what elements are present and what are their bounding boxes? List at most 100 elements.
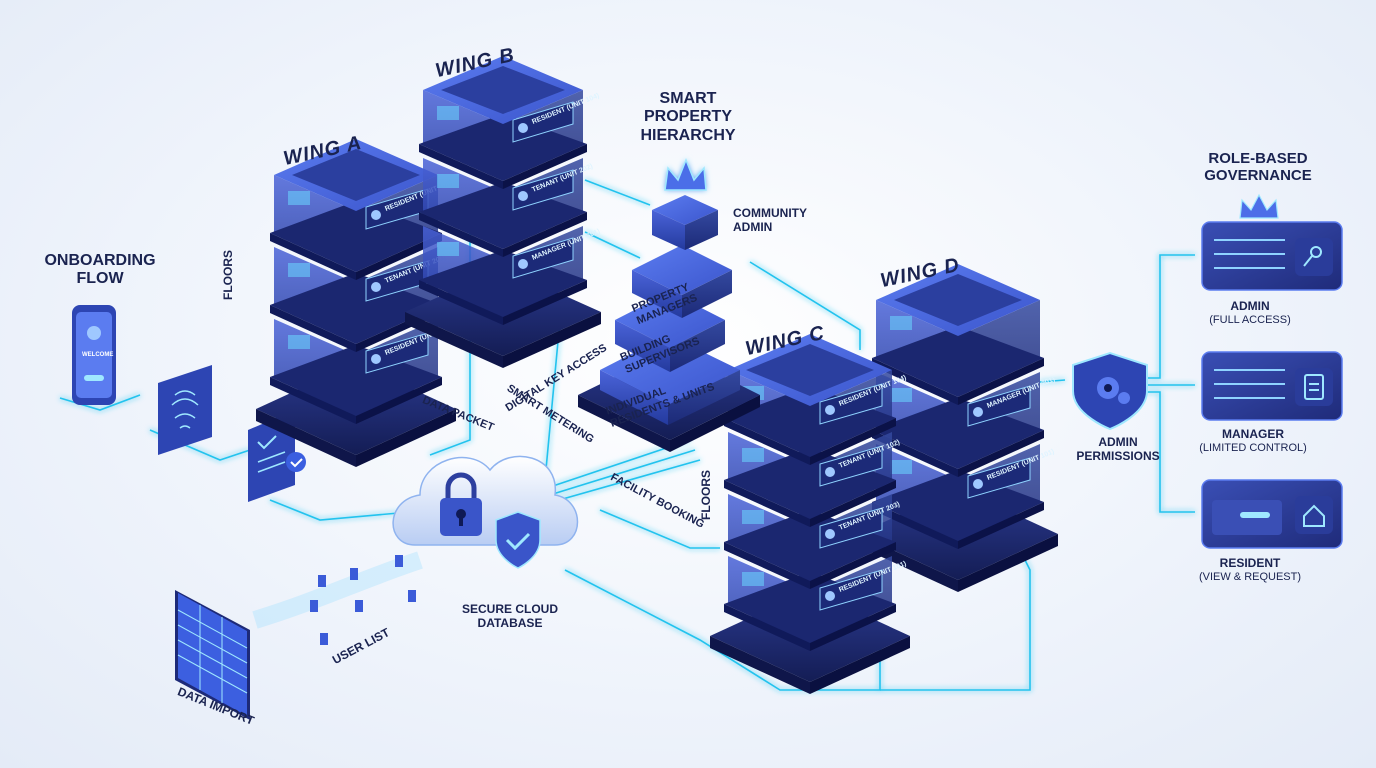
floor-slab-edge bbox=[356, 377, 442, 424]
avatar-icon bbox=[518, 123, 528, 133]
tower-base-side bbox=[958, 534, 1058, 592]
connector-admin-role-resident bbox=[1145, 391, 1195, 513]
room-glow bbox=[890, 388, 912, 402]
room-glow bbox=[437, 242, 459, 256]
phone-welcome-text: WELCOME bbox=[82, 352, 114, 358]
floor-slab-edge bbox=[872, 502, 958, 549]
floor-slab-edge bbox=[419, 144, 503, 189]
room-glow bbox=[890, 316, 912, 330]
wing-c-building: RESIDENT (UNIT 101)TENANT (UNIT 203)TENA… bbox=[710, 334, 910, 694]
room-glow bbox=[288, 335, 310, 349]
connector-cloud-wingd bbox=[880, 559, 1031, 691]
avatar-icon bbox=[825, 529, 835, 539]
avatar-icon bbox=[973, 407, 983, 417]
connector-facility-booking bbox=[599, 509, 720, 549]
tower-base-side bbox=[405, 312, 503, 368]
file-icon bbox=[310, 600, 318, 612]
governance-crown-icon bbox=[1239, 193, 1279, 219]
connector-lines bbox=[59, 179, 1195, 691]
unit-card bbox=[512, 169, 574, 211]
floor-slab-edge bbox=[503, 144, 587, 189]
connector-wingb-hierarchy-2 bbox=[584, 231, 641, 259]
key-icon bbox=[1303, 246, 1322, 267]
floor-slab-edge bbox=[724, 418, 810, 465]
unit-card bbox=[967, 385, 1031, 427]
role-card-manager bbox=[1201, 351, 1343, 421]
room-glow bbox=[890, 460, 912, 474]
floor-slab-edge bbox=[270, 377, 356, 424]
floor-slab-edge bbox=[872, 358, 958, 405]
tower-base-side bbox=[256, 409, 356, 467]
floor-slab-edge bbox=[810, 418, 896, 465]
floor-slab-edge bbox=[356, 233, 442, 280]
floors-label-wing-a: FLOORS bbox=[221, 250, 235, 300]
crown-icon bbox=[664, 157, 707, 191]
admin-shield-icon bbox=[1072, 351, 1148, 431]
floor-slab-edge bbox=[724, 604, 810, 651]
admin-permissions-label: ADMIN PERMISSIONS bbox=[1076, 435, 1160, 463]
unit-card bbox=[365, 332, 429, 374]
floor-slab-edge bbox=[810, 480, 896, 527]
cloud-label: SECURE CLOUD DATABASE bbox=[461, 602, 559, 630]
avatar-icon bbox=[371, 354, 381, 364]
room-glow bbox=[742, 572, 764, 586]
unit-card bbox=[819, 445, 883, 487]
connector-phone-fingerprint bbox=[59, 394, 141, 411]
connector-document-cloud bbox=[269, 499, 411, 521]
floor-slab-edge bbox=[810, 604, 896, 651]
community-admin-label: COMMUNITY ADMIN bbox=[733, 206, 807, 234]
tower-base-side bbox=[356, 409, 456, 467]
wing-b-building: MANAGER (UNIT 301)TENANT (UNIT 202)RESID… bbox=[405, 56, 601, 368]
floor-slab-edge bbox=[958, 430, 1044, 477]
avatar-icon bbox=[518, 191, 528, 201]
connector-wingd-admin bbox=[1039, 379, 1066, 383]
tower-roof-inset bbox=[441, 66, 565, 114]
data-stream bbox=[252, 551, 423, 645]
floor-slab-edge bbox=[724, 480, 810, 527]
data-import-spreadsheet bbox=[175, 590, 250, 720]
tower-roof-inset bbox=[746, 344, 874, 396]
floor-slab-edge bbox=[810, 542, 896, 589]
avatar-icon bbox=[973, 479, 983, 489]
floor-slab-edge bbox=[958, 358, 1044, 405]
unit-card bbox=[512, 101, 574, 143]
floor-slab-edge bbox=[419, 280, 503, 325]
tower-base-side bbox=[810, 636, 910, 694]
avatar-icon bbox=[371, 210, 381, 220]
onboarding-title: ONBOARDING FLOW bbox=[44, 252, 156, 288]
avatar-icon bbox=[371, 282, 381, 292]
unit-card bbox=[819, 569, 883, 611]
file-icon bbox=[408, 590, 416, 602]
tower-base-side bbox=[710, 636, 810, 694]
unit-card bbox=[819, 383, 883, 425]
floors-label-wing-c: FLOORS bbox=[699, 470, 713, 520]
tower-roof-inset bbox=[292, 149, 420, 201]
file-icon bbox=[355, 600, 363, 612]
avatar-icon bbox=[825, 405, 835, 415]
connector-cloud-meter-2 bbox=[539, 449, 696, 499]
file-icon bbox=[395, 555, 403, 567]
unit-card bbox=[512, 237, 574, 279]
avatar-icon bbox=[518, 259, 528, 269]
role-card-admin bbox=[1201, 221, 1343, 291]
fingerprint-icon bbox=[158, 365, 212, 455]
connector-wingb-hierarchy-1 bbox=[584, 179, 651, 206]
role-manager-label: MANAGER (LIMITED CONTROL) bbox=[1199, 427, 1307, 454]
room-glow bbox=[742, 510, 764, 524]
role-card-resident bbox=[1201, 479, 1343, 549]
shield-check-icon bbox=[495, 511, 541, 569]
room-glow bbox=[437, 174, 459, 188]
room-glow bbox=[288, 263, 310, 277]
floor-slab bbox=[872, 326, 1044, 397]
room-glow bbox=[288, 191, 310, 205]
lock-icon bbox=[440, 472, 482, 536]
avatar-icon bbox=[825, 467, 835, 477]
role-resident-label: RESIDENT (VIEW & REQUEST) bbox=[1198, 556, 1302, 583]
wing-d-building: RESIDENT (UNIT 101)MANAGER (UNIT 201) bbox=[858, 264, 1058, 592]
phone-icon bbox=[72, 305, 116, 405]
clipboard-icon bbox=[1304, 374, 1324, 400]
floor-slab-edge bbox=[958, 502, 1044, 549]
connector-cloud-wingc bbox=[564, 569, 881, 691]
room-glow bbox=[742, 448, 764, 462]
